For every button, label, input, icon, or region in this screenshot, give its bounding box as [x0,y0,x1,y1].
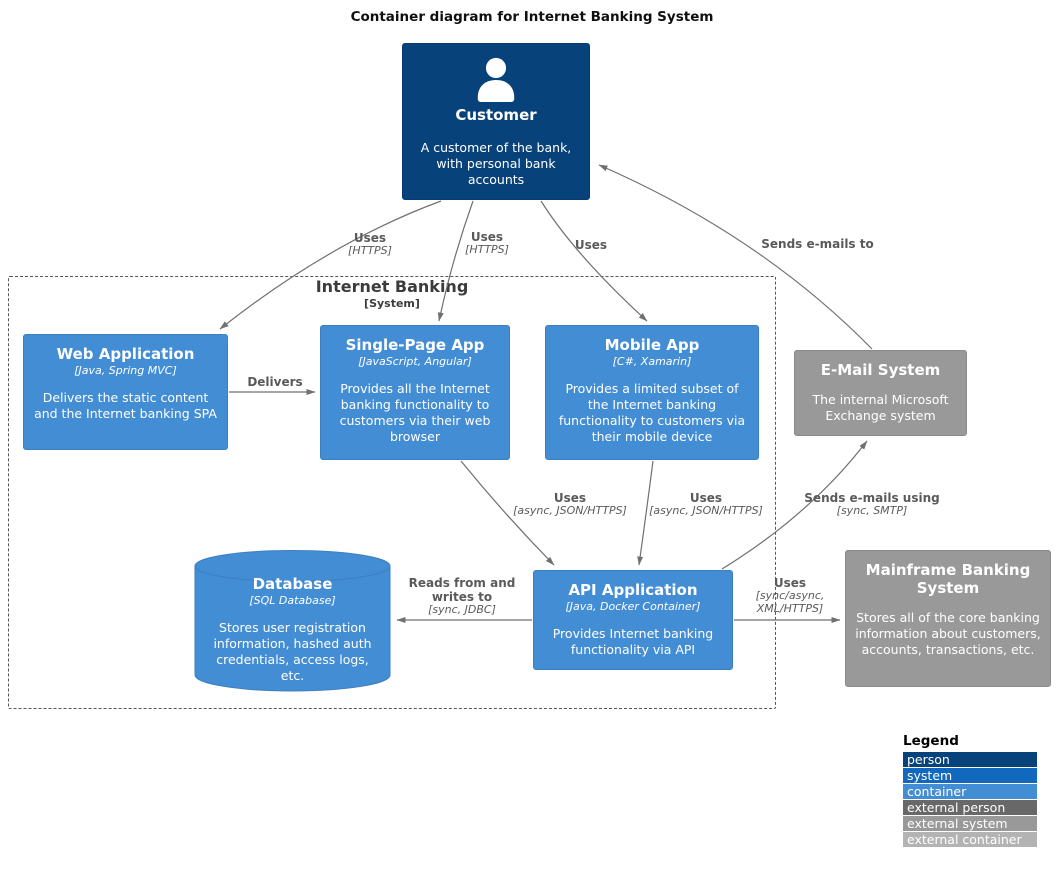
edge-label-spa-api: Uses [async, JSON/HTTPS] [513,491,627,518]
arrow-email-to-customer [598,164,873,350]
node-technology: [C#, Xamarin] [612,355,692,368]
legend: Legend person system container external … [903,733,1037,848]
arrow-customer-to-spa [437,200,474,322]
node-title: Database [252,575,333,593]
node-web-application: Web Application [Java, Spring MVC] Deliv… [23,334,228,450]
node-customer: Customer A customer of the bank, with pe… [402,43,590,200]
node-technology: [Java, Docker Container] [565,600,701,613]
database-cylinder-icon [194,550,391,692]
node-description: Provides all the Internet banking functi… [339,381,491,444]
arrow-api-to-email [721,440,868,570]
node-title: Web Application [56,345,195,363]
node-single-page-app: Single-Page App [JavaScript, Angular] Pr… [320,325,510,460]
node-email-system: E-Mail System The internal Microsoft Exc… [794,350,967,436]
node-description: Provides a limited subset of the Interne… [558,381,746,444]
node-technology: [SQL Database] [249,594,336,607]
node-description: Delivers the static content and the Inte… [34,390,217,421]
node-technology: [Java, Spring MVC] [74,364,177,377]
legend-item-person: person [903,752,1037,767]
node-description: Stores user registration information, ha… [213,620,372,683]
arrow-customer-to-web-app [219,200,442,330]
node-title: E-Mail System [820,361,941,379]
node-description: The internal Microsoft Exchange system [812,392,949,423]
legend-item-external-person: external person [903,800,1037,815]
node-title: API Application [568,581,698,599]
node-technology: [JavaScript, Angular] [358,355,472,368]
node-title: Customer [455,106,537,124]
legend-item-external-system: external system [903,816,1037,831]
node-description: A customer of the bank, with personal ba… [420,140,572,187]
edge-label-mobile-api: Uses [async, JSON/HTTPS] [649,491,763,518]
system-boundary-label: Internet Banking [System] [242,277,542,310]
diagram-title: Container diagram for Internet Banking S… [350,9,714,25]
edge-label-email-customer: Sends e-mails to [761,237,874,251]
boundary-type: [System] [364,297,420,310]
system-boundary [8,276,776,709]
node-title: Mobile App [604,336,700,354]
node-mobile-app: Mobile App [C#, Xamarin] Provides a limi… [545,325,759,460]
legend-item-external-container: external container [903,832,1037,847]
edge-label-api-database: Reads from and writes to [sync, JDBC] [408,576,516,617]
edge-label-customer-spa: Uses [HTTPS] [465,230,509,257]
legend-item-container: container [903,784,1037,799]
node-description: Stores all of the core banking informati… [855,610,1041,657]
arrow-mobile-to-api [637,460,654,566]
node-title: Mainframe Banking System [865,561,1031,597]
node-mainframe-banking-system: Mainframe Banking System Stores all of t… [845,550,1051,687]
edge-label-customer-mobile: Uses [574,238,608,252]
person-icon [411,56,581,106]
edge-label-api-email: Sends e-mails using [sync, SMTP] [804,491,940,518]
edge-label-webapp-spa: Delivers [247,375,303,389]
legend-title: Legend [903,733,959,749]
node-api-application: API Application [Java, Docker Container]… [533,570,733,670]
boundary-name: Internet Banking [315,277,469,296]
node-database: Database [SQL Database] Stores user regi… [194,549,391,692]
legend-item-system: system [903,768,1037,783]
node-description: Provides Internet banking functionality … [552,626,714,657]
arrow-customer-to-mobile-app [540,200,648,322]
edge-label-api-mainframe: Uses [sync/async, XML/HTTPS] [755,576,825,616]
node-title: Single-Page App [345,336,485,354]
edge-label-customer-web: Uses [HTTPS] [348,231,392,258]
arrow-spa-to-api [460,460,555,566]
